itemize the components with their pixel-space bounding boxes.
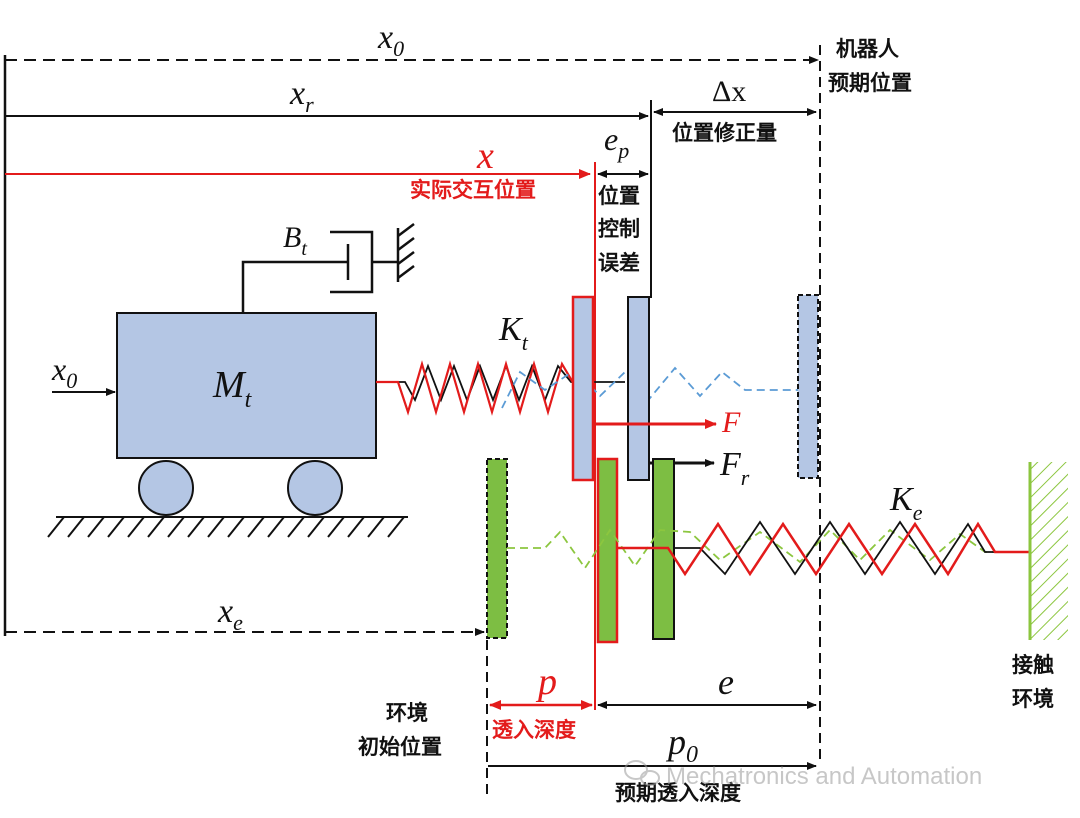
ke-label: Ke <box>889 481 923 525</box>
robot-spring-red <box>376 360 576 416</box>
kt-label: Kt <box>498 311 529 355</box>
xe-label: xe <box>217 593 243 635</box>
damper <box>241 223 415 313</box>
dx-label: Δx <box>712 75 746 108</box>
robot-expected-label-1: 机器人 <box>836 37 899 61</box>
contact-environment-wall <box>1030 462 1068 640</box>
position-error-label-3: 误差 <box>598 251 640 275</box>
bt-label: Bt <box>283 221 307 260</box>
reference-end-effector-plate <box>627 296 650 481</box>
wheel-left <box>138 460 194 516</box>
robot-spring-black <box>376 363 625 403</box>
env-initial-label-1: 环境 <box>386 701 428 725</box>
x-actual-label: x <box>476 135 494 177</box>
mt-label: Mt <box>212 364 253 413</box>
wheel-right <box>287 460 343 516</box>
force-f-label: F <box>721 406 741 439</box>
robot-expected-label-2: 预期位置 <box>828 71 912 95</box>
e-label: e <box>718 662 734 702</box>
env-initial-plate <box>486 458 508 639</box>
env-spring-red <box>617 521 1030 577</box>
actual-end-effector-plate <box>571 295 595 482</box>
env-initial-label-2: 初始位置 <box>358 735 442 759</box>
contact-env-label-1: 接触 <box>1012 653 1054 677</box>
p0-label: p0 <box>665 722 698 768</box>
watermark-text: Mechatronics and Automation <box>666 763 982 790</box>
mass-block <box>116 312 377 459</box>
force-fr-label: Fr <box>719 446 750 490</box>
ep-label: ep <box>604 121 629 163</box>
env-actual-plate <box>596 457 619 644</box>
wechat-icon <box>624 760 660 786</box>
expected-end-effector-plate <box>797 294 819 479</box>
contact-env-label-2: 环境 <box>1012 687 1054 711</box>
p0-description: 预期透入深度 <box>615 781 741 805</box>
p-description: 透入深度 <box>492 718 576 742</box>
dx-description: 位置修正量 <box>672 121 777 145</box>
xr-label: xr <box>289 75 314 117</box>
x-actual-description: 实际交互位置 <box>410 178 536 202</box>
env-spring-black <box>674 520 1030 576</box>
position-error-label-2: 控制 <box>598 217 640 241</box>
x0-top-label: x0 <box>377 19 404 61</box>
ground <box>47 516 408 538</box>
p-label: p <box>535 661 557 703</box>
watermark: Mechatronics and Automation <box>624 760 982 790</box>
position-error-label-1: 位置 <box>598 184 640 208</box>
x0-input-label: x0 <box>51 351 77 393</box>
